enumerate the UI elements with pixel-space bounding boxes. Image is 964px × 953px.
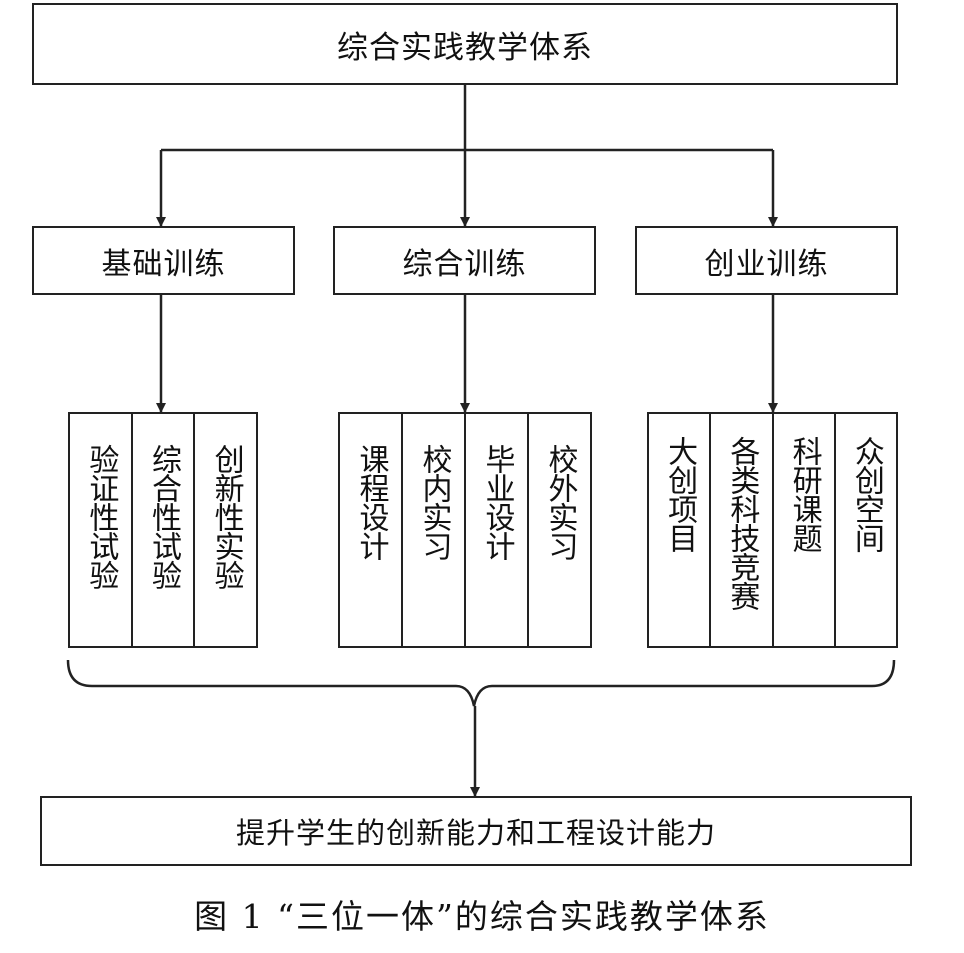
category-label-entrepreneurship: 创业训练 (704, 246, 829, 282)
item-cell: 校外实习 (527, 414, 590, 646)
category-box-comprehensive: 综合训练 (333, 226, 596, 295)
item-cell: 科研课题 (771, 414, 834, 646)
item-label: 验证性试验 (83, 444, 119, 589)
item-label: 综合性试验 (146, 444, 181, 589)
item-cell: 众创空间 (833, 414, 896, 646)
item-label: 校外实习 (542, 444, 578, 560)
item-cell: 毕业设计 (464, 414, 527, 646)
category-box-basic: 基础训练 (32, 226, 295, 295)
item-cell: 大创项目 (649, 414, 709, 646)
category-box-entrepreneurship: 创业训练 (635, 226, 898, 295)
item-label: 校内实习 (416, 444, 452, 560)
item-cell: 课程设计 (340, 414, 401, 646)
item-label: 毕业设计 (479, 444, 515, 560)
category-label-basic: 基础训练 (101, 246, 226, 282)
item-group-comprehensive: 课程设计 校内实习 毕业设计 校外实习 (338, 412, 592, 648)
item-cell: 各类科技竞赛 (709, 414, 771, 646)
category-label-comprehensive: 综合训练 (402, 246, 527, 282)
item-cell: 校内实习 (401, 414, 464, 646)
top-title: 综合实践教学体系 (337, 29, 593, 66)
item-label: 各类科技竞赛 (724, 436, 760, 610)
item-cell: 验证性试验 (70, 414, 131, 646)
bracket (66, 659, 896, 707)
bottom-box: 提升学生的创新能力和工程设计能力 (40, 796, 912, 866)
item-label: 众创空间 (848, 436, 884, 552)
bottom-text: 提升学生的创新能力和工程设计能力 (235, 816, 716, 850)
item-cell: 综合性试验 (130, 414, 194, 646)
item-label: 科研课题 (786, 436, 822, 552)
item-label: 课程设计 (353, 444, 389, 560)
item-cell: 创新性实验 (193, 414, 256, 646)
item-label: 创新性实验 (208, 444, 244, 589)
item-label: 大创项目 (662, 436, 698, 552)
figure-caption: 图 1 “三位一体”的综合实践教学体系 (194, 897, 770, 936)
top-box: 综合实践教学体系 (32, 3, 898, 85)
item-group-entrepreneurship: 大创项目 各类科技竞赛 科研课题 众创空间 (647, 412, 898, 648)
item-group-basic: 验证性试验 综合性试验 创新性实验 (68, 412, 258, 648)
